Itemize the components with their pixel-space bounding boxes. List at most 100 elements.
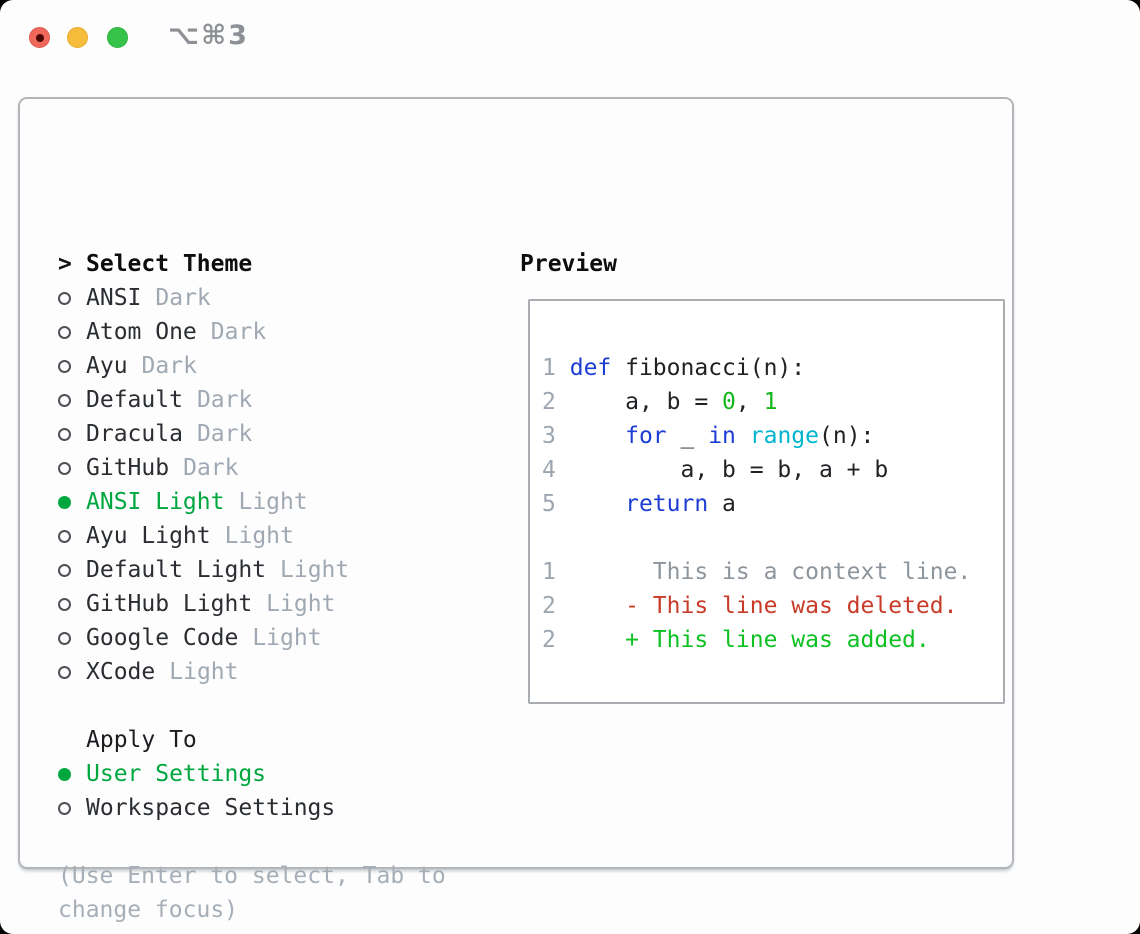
theme-variant-badge: Light — [169, 659, 239, 685]
preview-code-line: 2 + This line was added. — [542, 623, 1003, 657]
code-token-plain: _ — [666, 423, 709, 449]
theme-option-label: XCode — [86, 659, 156, 685]
apply-to-title: Apply To — [86, 727, 197, 753]
theme-variant-badge: Light — [266, 591, 336, 617]
line-number: 5 — [542, 491, 556, 517]
apply-option-workspace-settings[interactable]: Workspace Settings — [58, 791, 498, 825]
code-token-del: - This line was deleted. — [555, 593, 958, 619]
radio-selected-icon — [58, 495, 71, 509]
code-token-plain: a, b = — [555, 389, 723, 415]
code-token-plain: , — [735, 389, 764, 415]
theme-option-default-light[interactable]: Default Light Light — [58, 553, 498, 587]
line-number: 3 — [542, 423, 556, 449]
code-token-kw: return — [625, 491, 709, 517]
code-token-plain — [556, 423, 625, 449]
radio-icon — [58, 393, 71, 407]
theme-option-github[interactable]: GitHub Dark — [58, 451, 498, 485]
theme-variant-badge: Dark — [183, 455, 239, 481]
hint-text-line1: (Use Enter to select, Tab to — [58, 863, 446, 889]
theme-option-github-light[interactable]: GitHub Light Light — [58, 587, 498, 621]
close-button[interactable] — [29, 27, 50, 48]
code-token-plain — [736, 423, 750, 449]
theme-option-label: ANSI Light — [86, 489, 225, 515]
window-hotkey-label: ⌥⌘3 — [168, 20, 249, 51]
theme-variant-badge: Dark — [210, 319, 267, 345]
radio-icon — [58, 563, 71, 577]
code-token-builtin: range — [749, 423, 820, 449]
theme-variant-badge: Dark — [141, 353, 197, 379]
select-theme-title: Select Theme — [86, 251, 253, 277]
code-token-plain: a — [708, 491, 736, 517]
preview-code-line: 3 for _ in range(n): — [542, 419, 1003, 453]
line-number: 2 — [542, 593, 556, 619]
theme-option-label: ANSI — [86, 285, 142, 311]
radio-icon — [58, 597, 71, 611]
apply-option-user-settings[interactable]: User Settings — [58, 757, 498, 791]
line-number: 1 — [542, 559, 556, 585]
radio-icon — [58, 665, 71, 679]
radio-icon — [58, 427, 71, 441]
theme-option-label: Ayu — [86, 353, 128, 379]
theme-option-ansi[interactable]: ANSI Dark — [58, 281, 498, 315]
preview-title: Preview — [520, 251, 617, 277]
theme-option-label: GitHub Light — [86, 591, 253, 617]
code-token-plain: fibonacci(n): — [611, 355, 806, 381]
line-number: 2 — [542, 627, 556, 653]
apply-option-label: User Settings — [86, 761, 267, 787]
code-token-add: + This line was added. — [555, 627, 930, 653]
theme-option-dracula[interactable]: Dracula Dark — [58, 417, 498, 451]
hint-text-line2: change focus) — [58, 897, 239, 923]
theme-option-label: Default Light — [86, 557, 267, 583]
theme-option-label: GitHub — [86, 455, 170, 481]
radio-icon — [58, 631, 71, 645]
preview-code-line — [542, 521, 1003, 555]
preview-code-line: 2 a, b = 0, 1 — [542, 385, 1003, 419]
theme-variant-badge: Light — [280, 557, 350, 583]
theme-variant-badge: Dark — [155, 285, 211, 311]
preview-code-line: 1 This is a context line. — [542, 555, 1003, 589]
theme-option-ayu[interactable]: Ayu Dark — [58, 349, 498, 383]
theme-variant-badge: Light — [224, 523, 294, 549]
radio-icon — [58, 359, 71, 373]
preview-code-line: 4 a, b = b, a + b — [542, 453, 1003, 487]
code-token-numlit: 0 — [722, 389, 736, 415]
minimize-button[interactable] — [67, 27, 88, 48]
theme-option-default[interactable]: Default Dark — [58, 383, 498, 417]
preview-header: Preview — [520, 247, 1034, 281]
code-token-plain: (n): — [819, 423, 875, 449]
code-token-kw: def — [569, 355, 612, 381]
code-token-plain — [556, 491, 625, 517]
theme-option-label: Default — [86, 387, 183, 413]
radio-icon — [58, 291, 71, 305]
code-token-plain: a, b = b, a + b — [555, 457, 889, 483]
spacer — [58, 825, 498, 859]
preview-code-line: 5 return a — [542, 487, 1003, 521]
code-token-kw: for — [625, 423, 667, 449]
preview-code-line: 2 - This line was deleted. — [542, 589, 1003, 623]
theme-option-xcode[interactable]: XCode Light — [58, 655, 498, 689]
theme-variant-badge: Dark — [196, 387, 253, 413]
apply-option-label: Workspace Settings — [86, 795, 336, 821]
theme-option-label: Dracula — [86, 421, 183, 447]
theme-option-label: Google Code — [86, 625, 239, 651]
spacer — [58, 689, 498, 723]
focus-cursor-icon: > — [58, 251, 72, 277]
theme-variant-badge: Dark — [196, 421, 253, 447]
radio-icon — [58, 461, 71, 475]
zoom-button[interactable] — [107, 27, 128, 48]
line-number: 2 — [542, 389, 556, 415]
line-number: 1 — [542, 355, 556, 381]
record-dot-icon — [35, 33, 44, 42]
code-token-kw: in — [708, 423, 736, 449]
